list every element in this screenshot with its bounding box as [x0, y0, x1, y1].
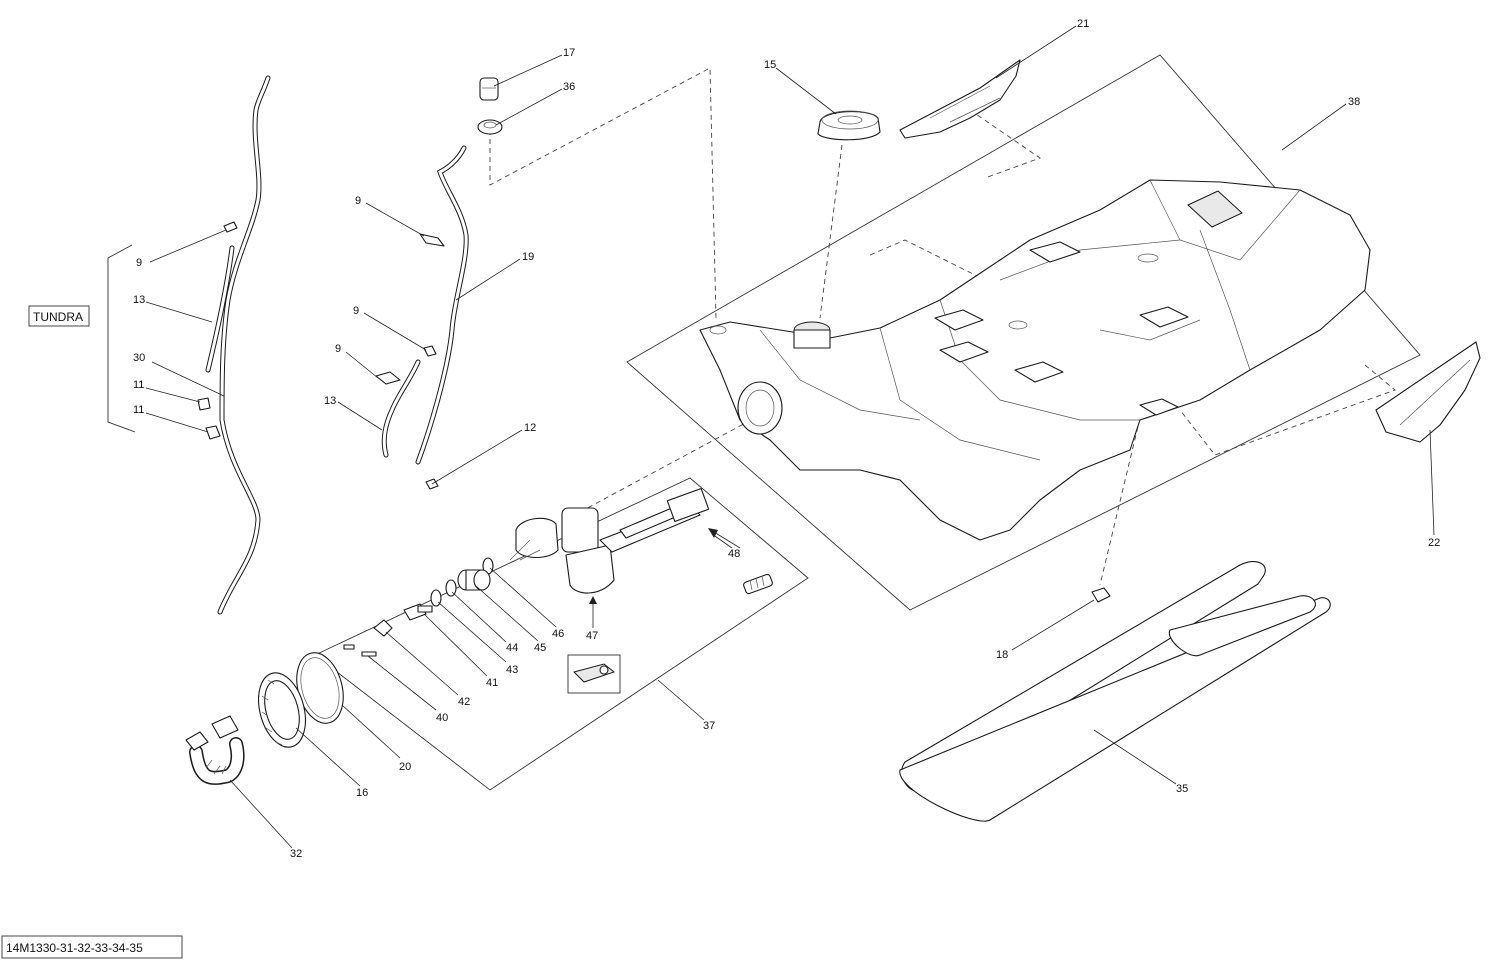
- drawing-code-box: [1, 935, 183, 959]
- callout-18: 18: [996, 649, 1008, 661]
- callout-15: 15: [764, 59, 776, 71]
- screw-40-lower: [361, 651, 377, 657]
- callout-12: 12: [524, 422, 536, 434]
- clamp-9-left: [223, 221, 238, 233]
- fuel-cap-15: [817, 110, 881, 141]
- callout-21: 21: [1077, 18, 1089, 30]
- tundra-label: TUNDRA: [33, 310, 83, 324]
- cap-dash-line: [819, 144, 843, 319]
- fitting-48: [743, 573, 773, 595]
- drawing-code: 14M1330-31-32-33-34-35: [6, 941, 143, 955]
- callout-48: 48: [728, 548, 740, 560]
- callout-38: 38: [1348, 96, 1360, 108]
- bushing-45: [457, 569, 491, 591]
- fuel-pump-module: [509, 487, 710, 594]
- callout-32: 32: [290, 848, 302, 860]
- vent-hose-19: [415, 145, 469, 465]
- callout-9-middle: 9: [353, 305, 359, 317]
- callout-37: 37: [703, 720, 715, 732]
- callout-45: 45: [534, 642, 546, 654]
- callout-13-middle: 13: [324, 395, 336, 407]
- callout-41: 41: [486, 677, 498, 689]
- shield-dash-line: [969, 109, 1041, 179]
- callout-42: 42: [458, 696, 470, 708]
- clamp-9-lower: [375, 371, 401, 385]
- tank-assembly-frame: [626, 54, 1421, 611]
- grommet-36: [477, 119, 503, 135]
- callout-9-upper: 9: [355, 195, 361, 207]
- callout-9-left: 9: [136, 257, 142, 269]
- grommet-18: [1091, 587, 1111, 603]
- callout-40: 40: [436, 712, 448, 724]
- heat-shield-21: [899, 59, 1021, 139]
- callout-22: 22: [1428, 537, 1440, 549]
- callout-11-lower: 11: [133, 404, 144, 416]
- callout-43: 43: [506, 664, 518, 676]
- regulator-41: [403, 603, 433, 621]
- o-ring-44: [445, 579, 457, 597]
- tundra-bracket: [107, 244, 136, 433]
- callout-17: 17: [563, 47, 575, 59]
- screw-40-upper: [343, 644, 355, 650]
- fuel-tank-38: [699, 179, 1371, 541]
- grommet-dash-line: [1099, 417, 1141, 586]
- side-shield-22: [1375, 341, 1481, 443]
- callout-47: 47: [586, 630, 598, 642]
- lock-ring-16: [258, 672, 306, 748]
- callout-44: 44: [506, 642, 518, 654]
- callout-11-upper: 11: [133, 379, 144, 391]
- clamp-9-upper: [419, 233, 445, 247]
- callout-30: 30: [133, 352, 145, 364]
- callout-20: 20: [399, 761, 411, 773]
- clip-11-upper: [197, 397, 211, 411]
- protector-pad-35: [899, 560, 1331, 822]
- vent-valve-17: [479, 77, 499, 101]
- tundra-label-box: [28, 305, 90, 327]
- vent-line-30: [217, 75, 271, 615]
- vent-dash-line: [489, 67, 717, 319]
- callout-19: 19: [522, 251, 534, 263]
- clamp-9-middle: [423, 345, 437, 357]
- clip-11-lower: [205, 425, 221, 440]
- fuel-filter-inset: [567, 654, 621, 694]
- callout-numbers: 9 13 30 11 11 9 9 9 13 19 12 17 36 15 21…: [133, 18, 1440, 860]
- right-shield-dash-line: [1179, 364, 1396, 456]
- callout-36: 36: [563, 81, 575, 93]
- callout-46: 46: [552, 628, 564, 640]
- fuel-line-32: [185, 715, 245, 785]
- bracket-42: [373, 619, 393, 637]
- callout-9-lower: 9: [335, 343, 341, 355]
- leader-lines: [145, 25, 1435, 849]
- callout-35: 35: [1176, 783, 1188, 795]
- callout-13-left: 13: [133, 294, 145, 306]
- callout-16: 16: [356, 787, 368, 799]
